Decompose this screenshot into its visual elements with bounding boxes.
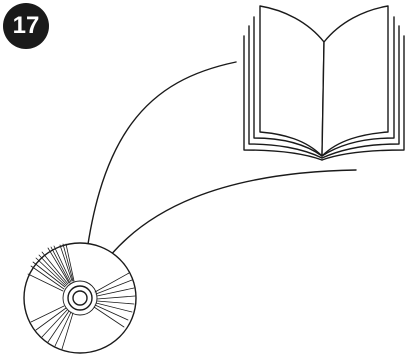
open-book-icon [244, 6, 404, 160]
cd-disc-icon [24, 243, 136, 353]
